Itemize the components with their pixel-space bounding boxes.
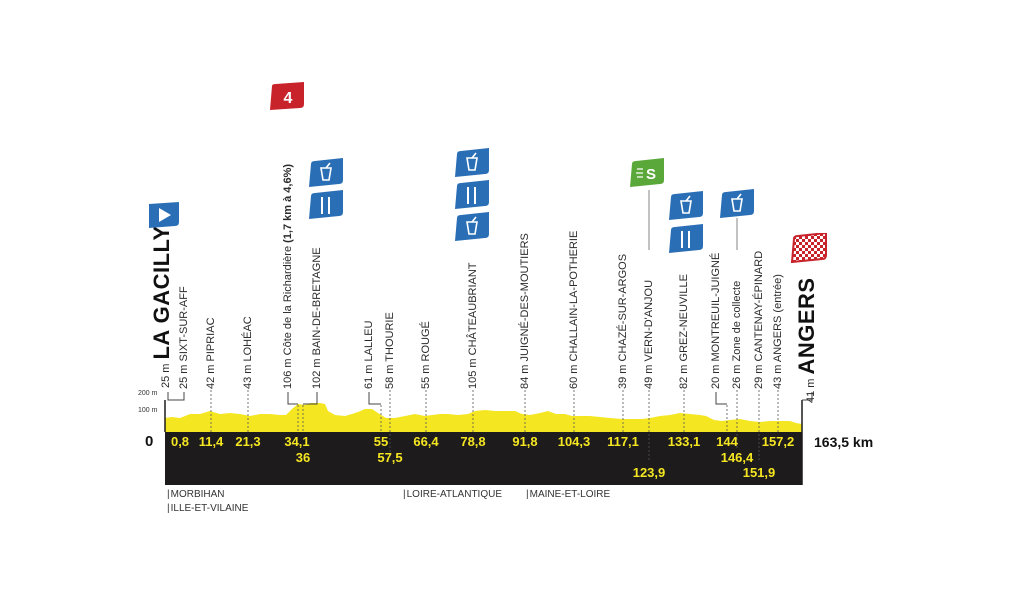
place-label: 43 m LOHÉAC [242,316,254,389]
place-label: 49 m VERN-D'ANJOU [643,279,655,389]
department-label: ILLE-ET-VILAINE [167,503,249,514]
finish-checkered-flag-icon [790,233,827,263]
food-cutlery-icon [309,190,343,219]
svg-text:4: 4 [284,90,293,107]
km-start: 0 [145,433,154,450]
waste-collection-icon [720,189,754,218]
km-label: 91,8 [512,434,538,449]
climb-category-icon: 4 [270,82,304,110]
km-label: 34,1 [284,434,310,449]
km-label: 21,3 [235,434,261,449]
km-total: 163,5 km [814,434,874,450]
km-label: 117,1 [607,434,639,449]
start-town-label: 25 mLA GACILLY [149,225,174,388]
climb-label: 106 m Côte de la Richardière (1,7 km à 4… [282,163,294,389]
finish-town-name: ANGERS [794,277,819,375]
place-label: 29 m CANTENAY-ÉPINARD [753,250,765,389]
refreshment-cup-icon [455,212,489,241]
place-label: 43 m ANGERS (entrée) [772,274,784,389]
km-label: 104,3 [557,434,591,449]
place-label: 20 m MONTREUIL-JUIGNÉ [710,252,722,389]
km-label: 123,9 [632,465,666,480]
km-label: 55 [373,434,389,449]
place-label: 105 m CHÂTEAUBRIANT [467,262,479,389]
department-label: LOIRE-ATLANTIQUE [403,489,502,500]
km-label: 133,1 [667,434,701,449]
km-label: 157,2 [761,434,795,449]
place-label: 39 m CHAZÉ-SUR-ARGOS [617,253,629,389]
place-label: 26 m Zone de collecte [731,280,743,389]
refreshment-cup-icon [309,158,343,187]
finish-town-label: 41 mANGERS [794,277,819,403]
km-label: 57,5 [377,450,403,465]
place-label: 61 m LALLEU [363,320,375,389]
svg-text:S: S [646,166,656,183]
start-flag-icon [149,202,179,228]
food-cutlery-icon [455,180,489,209]
place-label: 55 m ROUGÉ [420,321,432,389]
refreshment-cup-icon [669,191,703,220]
food-cutlery-icon [669,224,703,253]
department-label: MAINE-ET-LOIRE [526,489,611,500]
place-label: 60 m CHALLAIN-LA-POTHERIE [568,230,580,389]
department-label: MORBIHAN [167,489,225,500]
km-label: 151,9 [742,465,776,480]
start-town-name: LA GACILLY [149,225,174,360]
km-label: 66,4 [413,434,439,449]
place-label: 82 m GREZ-NEUVILLE [678,274,690,389]
place-label: 102 m BAIN-DE-BRETAGNE [311,247,323,389]
place-label: 42 m PIPRIAC [205,317,217,389]
km-label: 144 [716,434,738,449]
place-label: 58 m THOURIE [384,312,396,389]
sprint-icon: S [630,158,664,187]
km-label: 146,4 [720,450,754,465]
km-label: 36 [295,450,311,465]
km-label: 0,8 [170,434,190,449]
km-label: 11,4 [198,434,224,449]
refreshment-cup-icon [455,148,489,177]
place-label: 25 m SIXT-SUR-AFF [178,286,190,389]
km-label: 78,8 [460,434,486,449]
y-tick-100: 100 m [138,407,158,414]
place-label: 84 m JUIGNÉ-DES-MOUTIERS [519,233,531,389]
y-tick-200: 200 m [138,390,158,397]
